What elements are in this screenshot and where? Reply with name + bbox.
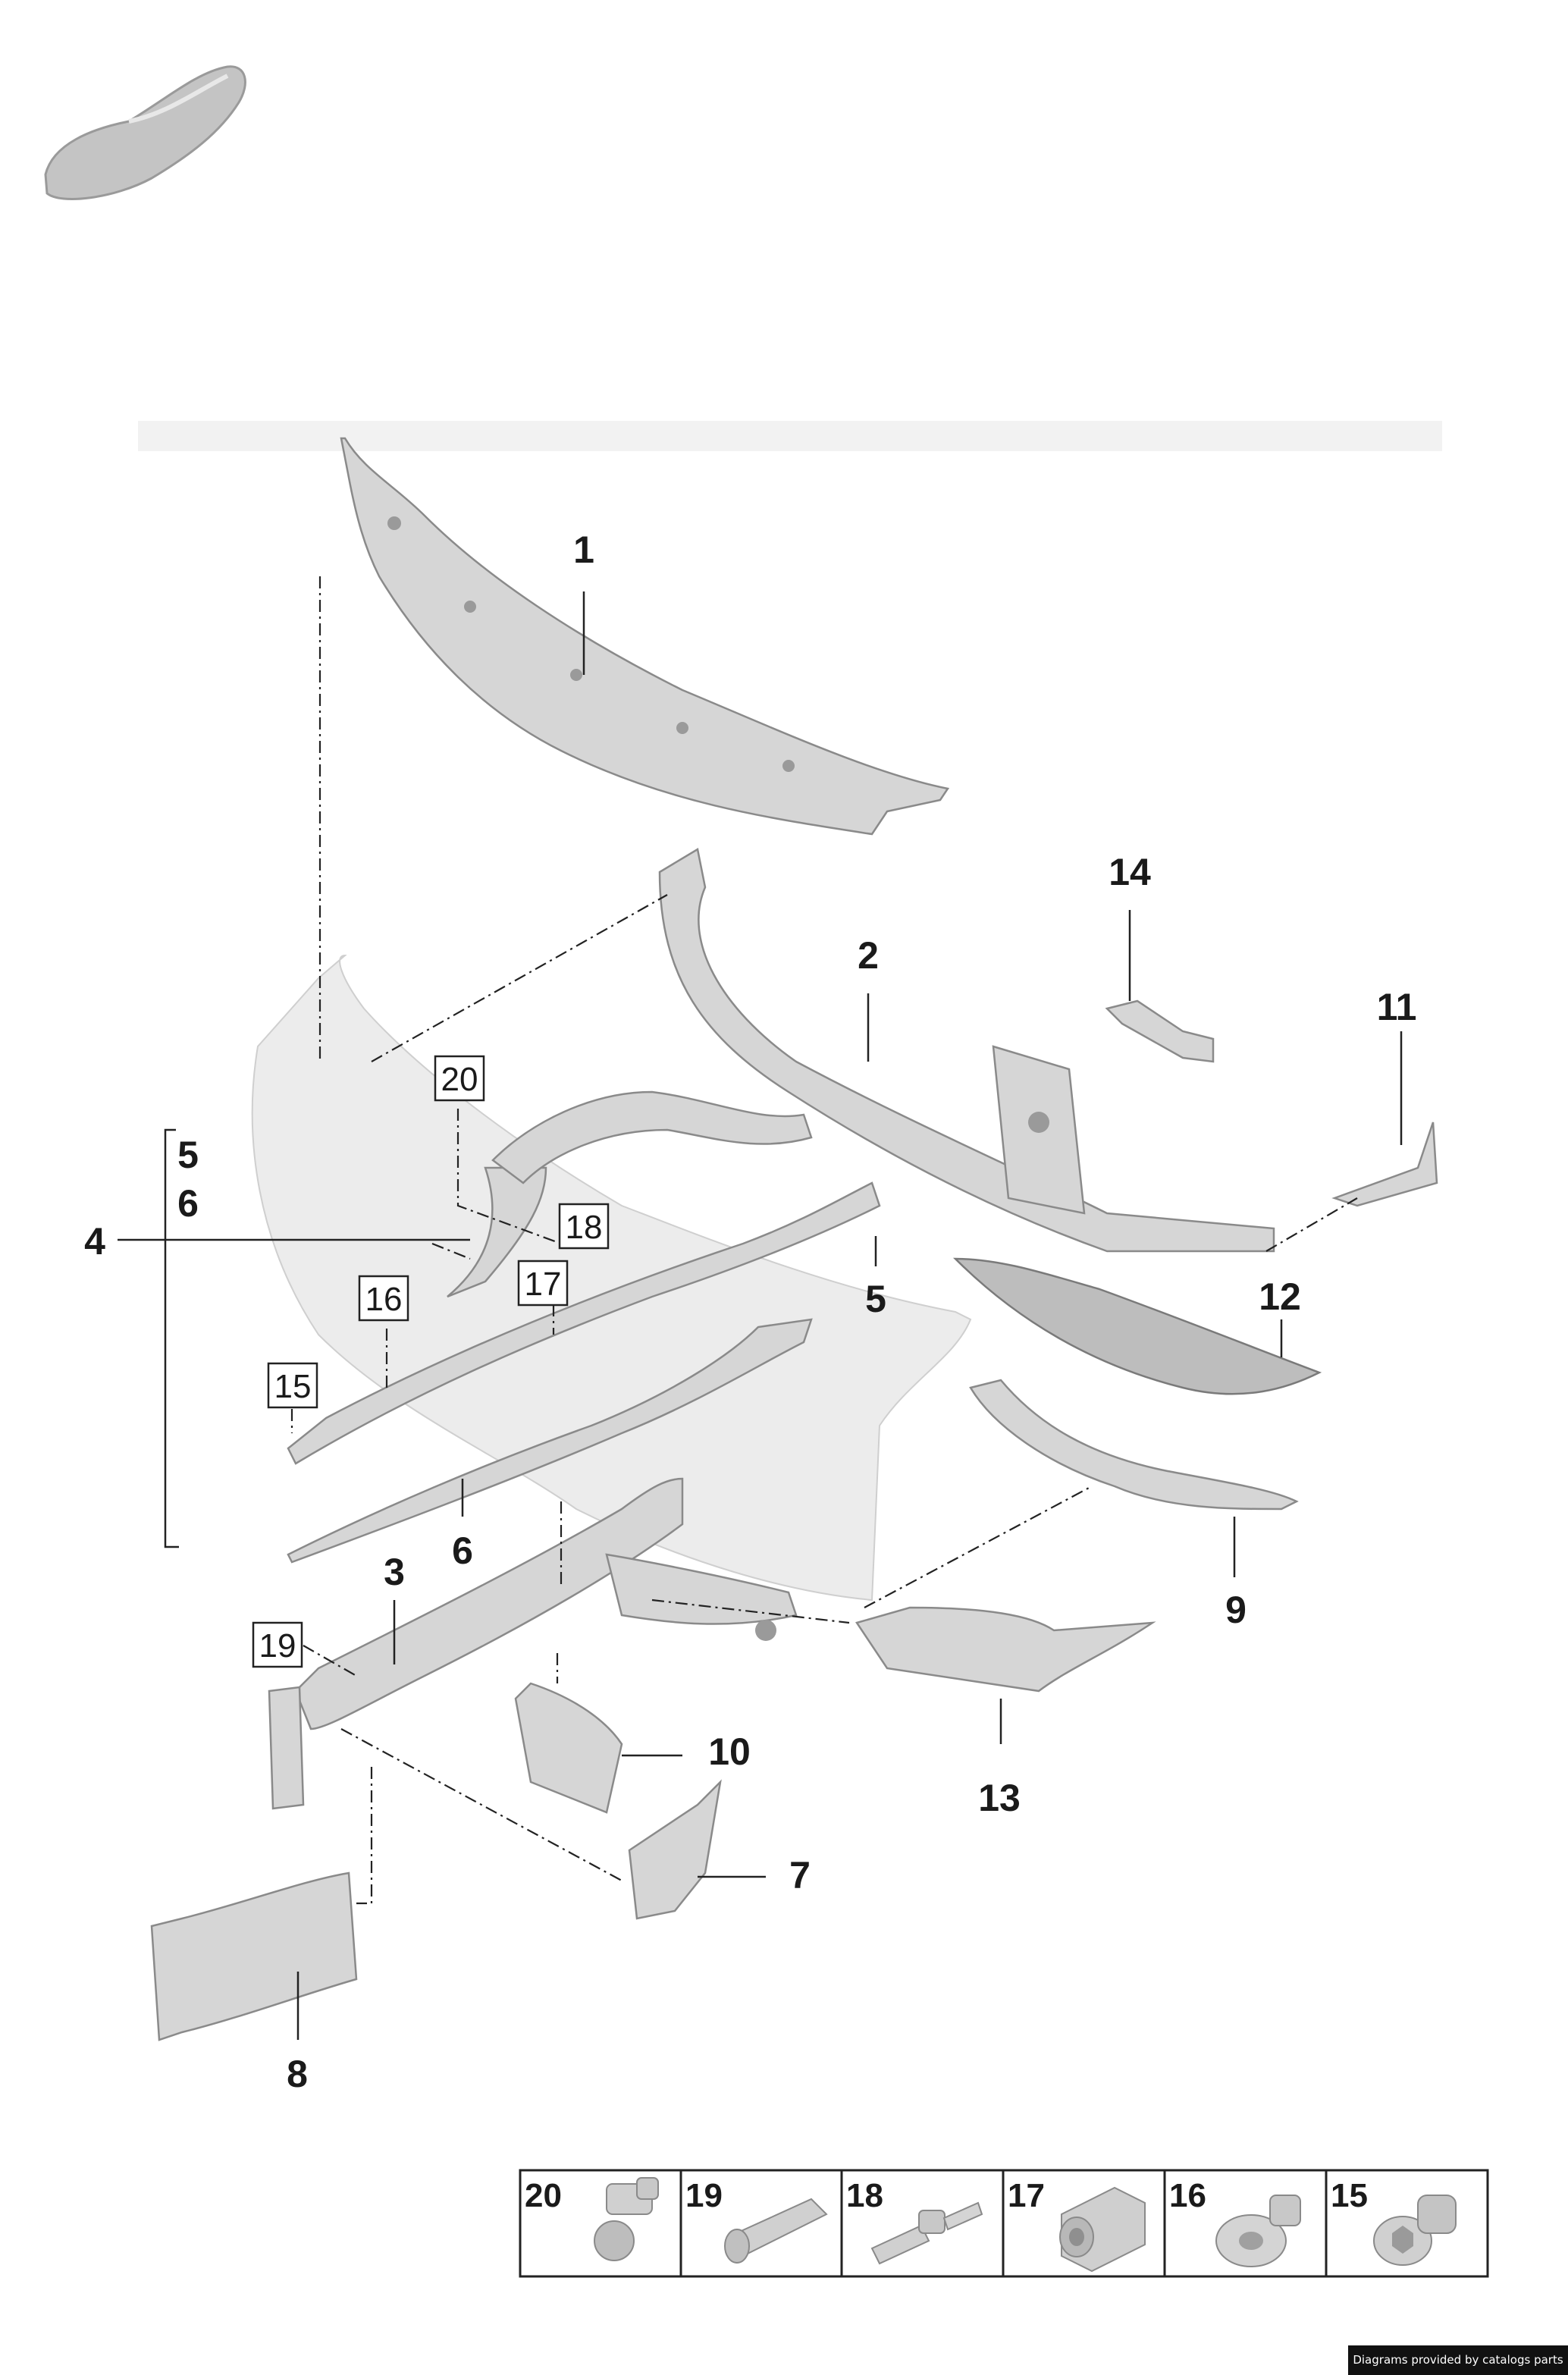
part-9-rail: [969, 1379, 1299, 1511]
callout-7: 7: [789, 1854, 811, 1897]
part-12-panel: [952, 1257, 1322, 1395]
svg-text:17: 17: [525, 1266, 562, 1303]
callout-1: 1: [573, 529, 594, 571]
legend-label-16: 16: [1169, 2177, 1206, 2214]
part-3-hole: [755, 1620, 776, 1641]
boxed-callout-18: 18: [558, 1203, 610, 1250]
legend-label-20: 20: [525, 2177, 562, 2214]
callout-10: 10: [708, 1730, 751, 1773]
pin-stud-icon: [870, 2201, 983, 2265]
part-3-end-plate: [268, 1686, 305, 1810]
callout-12: 12: [1259, 1275, 1301, 1318]
part-1-holes: [387, 516, 795, 772]
stud-bolt-icon: [724, 2198, 828, 2264]
callout-9: 9: [1225, 1589, 1247, 1631]
callout-8: 8: [287, 2053, 308, 2095]
callout-5: 5: [865, 1278, 886, 1320]
ball-stud-icon: [594, 2177, 659, 2261]
credit-label: Diagrams provided by catalogs parts: [1348, 2345, 1568, 2375]
part-10-bracket: [514, 1682, 623, 1814]
part-14-bracket: [1105, 999, 1215, 1063]
upper-bracket-cluster: [491, 1090, 813, 1184]
part-8-crash-box: [150, 1871, 358, 2041]
boxed-callout-19: 19: [252, 1621, 303, 1668]
rivet-nut-icon: [1373, 2195, 1457, 2266]
callout-6-group: 6: [177, 1182, 199, 1225]
callout-11: 11: [1377, 986, 1417, 1028]
legend-label-17: 17: [1008, 2177, 1045, 2214]
part-6-lower-rail: [287, 1318, 813, 1564]
part-2-cross-member: [658, 848, 1275, 1253]
part-5-upper-rail: [287, 1181, 881, 1465]
svg-text:18: 18: [566, 1209, 603, 1246]
boxed-callout-17: 17: [517, 1260, 569, 1307]
legend-label-19: 19: [685, 2177, 723, 2214]
part-7-bracket: [628, 1779, 722, 1920]
part-4-bracket: [447, 1166, 547, 1298]
callout-4: 4: [84, 1220, 105, 1263]
header-band: [138, 421, 1442, 451]
fastener-legend: 20 19 18 17 16 15: [519, 2169, 1489, 2278]
callout-3: 3: [384, 1551, 405, 1593]
boxed-callout-15: 15: [267, 1362, 318, 1409]
callout-6: 6: [452, 1529, 473, 1572]
car-thumbnail-icon: [44, 65, 246, 200]
svg-text:19: 19: [259, 1627, 296, 1664]
svg-text:20: 20: [441, 1061, 478, 1098]
hex-nut-icon: [1059, 2186, 1146, 2273]
svg-text:16: 16: [365, 1281, 403, 1318]
legend-label-18: 18: [846, 2177, 883, 2214]
callout-2: 2: [858, 934, 879, 977]
alignment-lines: [290, 576, 1358, 1905]
flange-nut-icon: [1215, 2195, 1301, 2267]
boxed-callout-20: 20: [434, 1055, 485, 1102]
part-11-bracket: [1331, 1122, 1438, 1207]
part-3-node: [605, 1553, 798, 1625]
callout-14: 14: [1109, 851, 1151, 893]
body-shell-ghost: [251, 954, 972, 1602]
part-3-longitudinal: [294, 1477, 684, 1730]
part-13-bracket: [855, 1606, 1156, 1693]
part-2-hole: [1028, 1112, 1049, 1133]
part-1-cowl-panel: [340, 437, 950, 836]
callout-13: 13: [978, 1777, 1021, 1819]
boxed-callout-16: 16: [358, 1275, 409, 1322]
svg-text:15: 15: [274, 1368, 312, 1405]
callout-5-group: 5: [177, 1134, 199, 1176]
legend-label-15: 15: [1331, 2177, 1368, 2214]
leader-lines: [118, 591, 1403, 2040]
